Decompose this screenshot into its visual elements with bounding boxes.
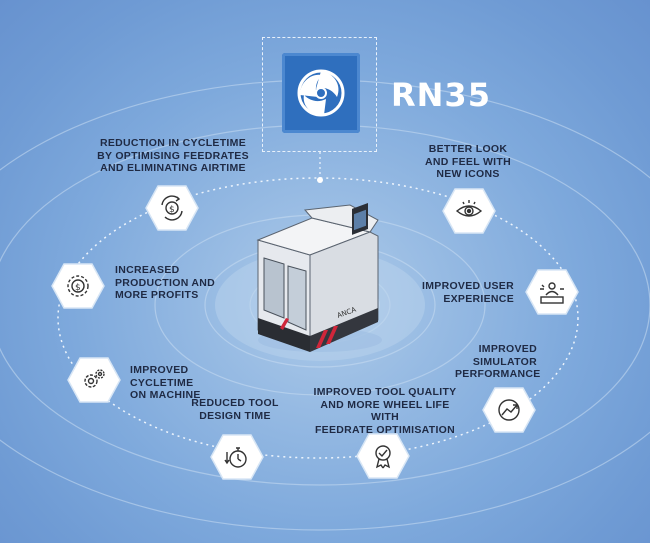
swirl-logo-icon: [282, 53, 360, 133]
feature-hex-tool-quality: [356, 432, 410, 480]
stopwatch-down-icon: [224, 447, 247, 468]
feature-hex-production-profits: $: [51, 262, 105, 310]
svg-text:$: $: [169, 205, 175, 215]
coin-gear-icon: $: [67, 275, 89, 297]
quality-check-icon: [375, 445, 391, 469]
svg-text:$: $: [75, 283, 81, 293]
user-dashboard-icon: [540, 282, 564, 304]
feature-hex-user-experience: [525, 268, 579, 316]
feature-hex-cycletime-reduction: $: [145, 184, 199, 232]
dollar-cycle-icon: $: [161, 195, 183, 221]
feature-hex-tool-design-time: [210, 433, 264, 481]
performance-arrow-icon: [498, 399, 520, 421]
gears-icon: [84, 369, 105, 388]
feature-hex-machine-cycletime: [67, 356, 121, 404]
feature-hex-look-and-feel: [442, 187, 496, 235]
feature-hex-simulator-performance: [482, 386, 536, 434]
grinding-machine-illustration: ANCA: [256, 203, 382, 352]
brand-name: RN35: [391, 76, 491, 114]
eye-icon: [455, 200, 483, 217]
logo-frame: [262, 37, 377, 152]
